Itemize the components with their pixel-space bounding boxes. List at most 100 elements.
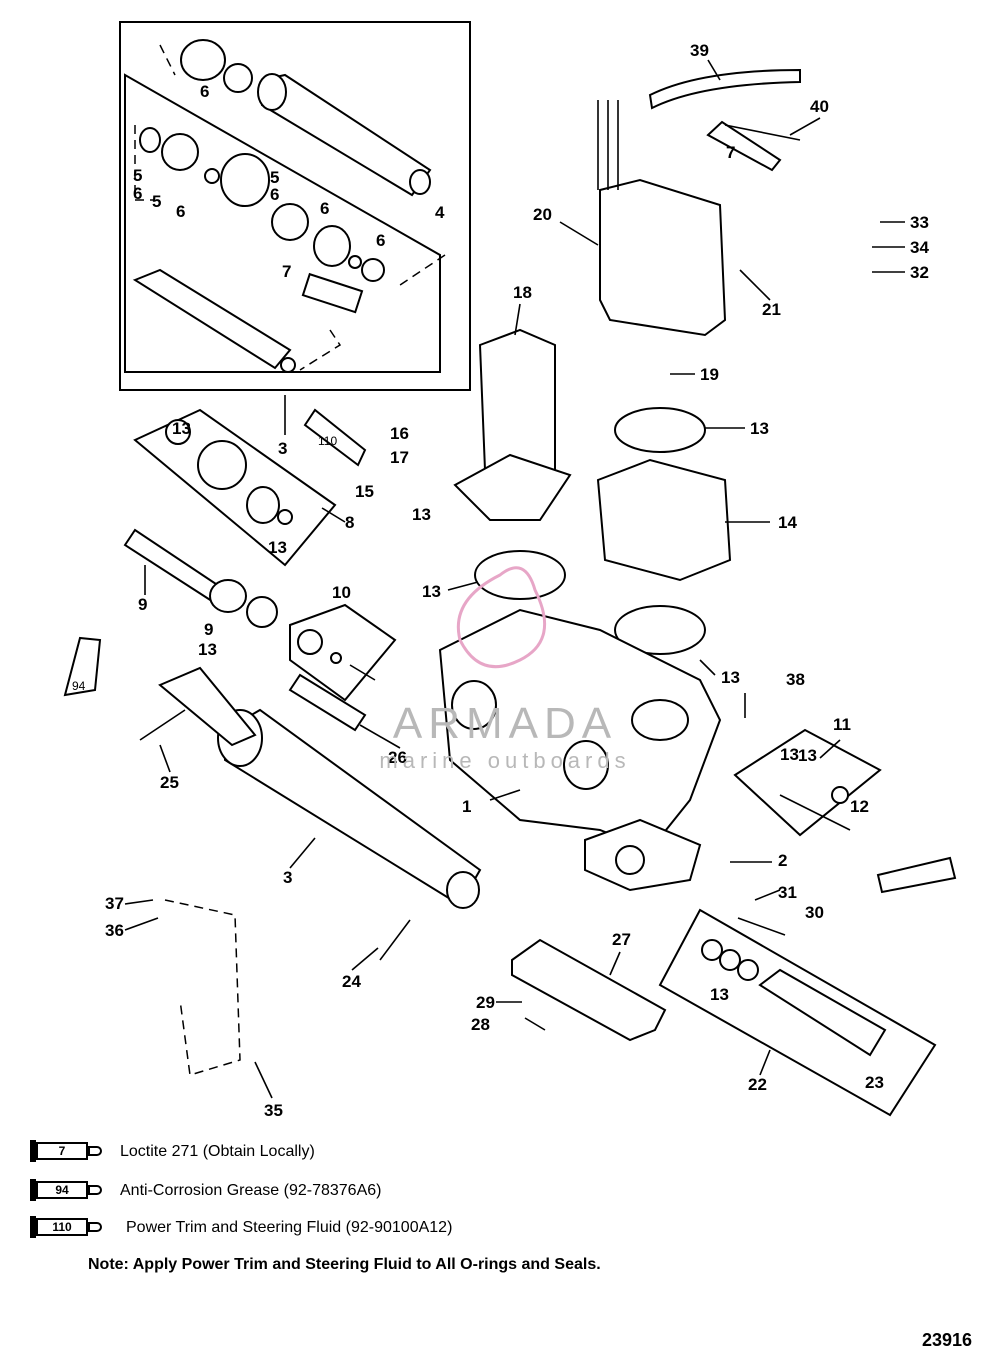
callout-6-e: 6 <box>376 231 385 250</box>
callout-9-b: 9 <box>204 620 213 639</box>
piston-rod-part <box>132 268 292 370</box>
legend-item-110: 110 Power Trim and Steering Fluid (92-90… <box>30 1213 452 1243</box>
washer-part <box>361 258 385 282</box>
manifold-o-ring-part <box>474 550 566 600</box>
callout-13-b: 13 <box>412 505 431 524</box>
legend-item-94: 94 Anti-Corrosion Grease (92-78376A6) <box>30 1176 381 1206</box>
small-ring-part <box>348 255 362 269</box>
callout-10: 10 <box>332 583 351 602</box>
mount-bore <box>615 845 645 875</box>
callout-26: 26 <box>388 748 407 767</box>
callout-5-a: 5 <box>133 166 142 185</box>
callout-22: 22 <box>748 1075 767 1094</box>
callout-13-f: 13 <box>721 668 740 687</box>
tube-110-part <box>303 408 367 467</box>
watermark: ARMADA marine outboards <box>345 700 665 800</box>
seal-part <box>139 127 161 153</box>
tube-7-lower-part <box>876 856 957 894</box>
tube-94-part <box>63 636 102 697</box>
callout-37: 37 <box>105 894 124 913</box>
callout-3-lower: 3 <box>283 868 292 887</box>
trim-rod-part <box>158 666 257 747</box>
callout-8: 8 <box>345 513 354 532</box>
piston-part <box>271 203 309 241</box>
callout-17: 17 <box>390 448 409 467</box>
callout-9-a: 9 <box>138 595 147 614</box>
seal-kit-box-8 <box>133 408 337 567</box>
cylinder-tube-end <box>257 73 287 111</box>
rod-nut-part <box>280 357 296 373</box>
kit-box-10 <box>289 603 397 702</box>
pump-body-part <box>596 458 732 582</box>
callout-5-c: 5 <box>270 168 279 187</box>
callout-40: 40 <box>810 97 829 116</box>
legend-text: Loctite 271 (Obtain Locally) <box>120 1143 315 1160</box>
callout-11: 11 <box>833 715 851 734</box>
callout-7-upper: 7 <box>726 143 735 162</box>
wire-sleeve-part <box>648 68 801 110</box>
callout-13-c: 13 <box>422 582 441 601</box>
legend-item-7: 7 Loctite 271 (Obtain Locally) <box>30 1137 315 1167</box>
callout-4: 4 <box>435 203 445 222</box>
sealant-tube-icon: 7 <box>30 1140 106 1164</box>
legend-text: Anti-Corrosion Grease (92-78376A6) <box>120 1182 382 1199</box>
callout-20: 20 <box>533 205 552 224</box>
callout-15: 15 <box>355 482 374 501</box>
outer-kit-box <box>119 21 471 391</box>
callout-13-g: 13 <box>172 419 191 438</box>
manifold-port-1 <box>451 680 497 730</box>
legend-text: Power Trim and Steering Fluid (92-90100A… <box>126 1219 453 1236</box>
callout-6-b: 6 <box>176 202 185 221</box>
trim-motor-part <box>599 178 727 337</box>
small-o-ring-part <box>204 168 220 184</box>
callout-32: 32 <box>910 263 929 282</box>
tube-label-110: 110 <box>318 434 337 448</box>
callout-23: 23 <box>865 1073 884 1092</box>
cylinder-tube-part <box>261 73 432 197</box>
callout-19: 19 <box>700 365 719 384</box>
manifold-port-3 <box>631 699 689 741</box>
fluid-tube-icon: 110 <box>30 1216 106 1240</box>
manifold-port-2 <box>563 740 609 790</box>
watermark-main-text: ARMADA <box>392 699 618 748</box>
valve-kit-card <box>301 272 364 314</box>
callout-6-d: 6 <box>320 199 329 218</box>
piston-o-ring-part <box>313 225 351 267</box>
callout-24: 24 <box>342 972 361 991</box>
callout-27: 27 <box>612 930 631 949</box>
callout-6-a: 6 <box>133 184 142 203</box>
callout-13-d: 13 <box>268 538 287 557</box>
callout-31: 31 <box>778 883 797 902</box>
callout-35: 35 <box>264 1101 283 1120</box>
cylinder-tube-port <box>409 169 431 195</box>
note-text: Note: Apply Power Trim and Steering Flui… <box>88 1256 601 1273</box>
manifold-body-part <box>438 608 722 852</box>
callout-25: 25 <box>160 773 179 792</box>
callout-6-top: 6 <box>200 82 209 101</box>
grease-tube-icon: 94 <box>30 1179 106 1203</box>
callout-13-h: 13 <box>780 745 799 764</box>
valve-spool-part <box>758 968 887 1057</box>
callout-13-a: 13 <box>750 419 769 438</box>
callout-28: 28 <box>471 1015 490 1034</box>
kit-box-22 <box>658 908 937 1117</box>
callout-1: 1 <box>462 797 471 816</box>
tube-label-94: 94 <box>72 679 86 693</box>
callout-29: 29 <box>476 993 495 1012</box>
o-ring-part <box>223 63 253 93</box>
reservoir-part <box>478 328 556 471</box>
callout-2: 2 <box>778 851 787 870</box>
inner-kit-box <box>124 73 441 373</box>
loctite-tube-part <box>706 120 782 172</box>
figure-number: 23916 <box>922 1330 973 1350</box>
watermark-logo-shape <box>456 566 547 669</box>
callout-21: 21 <box>762 300 781 319</box>
callout-13-j: 13 <box>798 746 817 765</box>
kit-box-11 <box>733 728 882 837</box>
watermark-sub-text: marine outboards <box>379 748 631 773</box>
callout-30: 30 <box>805 903 824 922</box>
callout-18: 18 <box>513 283 532 302</box>
callout-36: 36 <box>105 921 124 940</box>
callout-14: 14 <box>778 513 797 532</box>
